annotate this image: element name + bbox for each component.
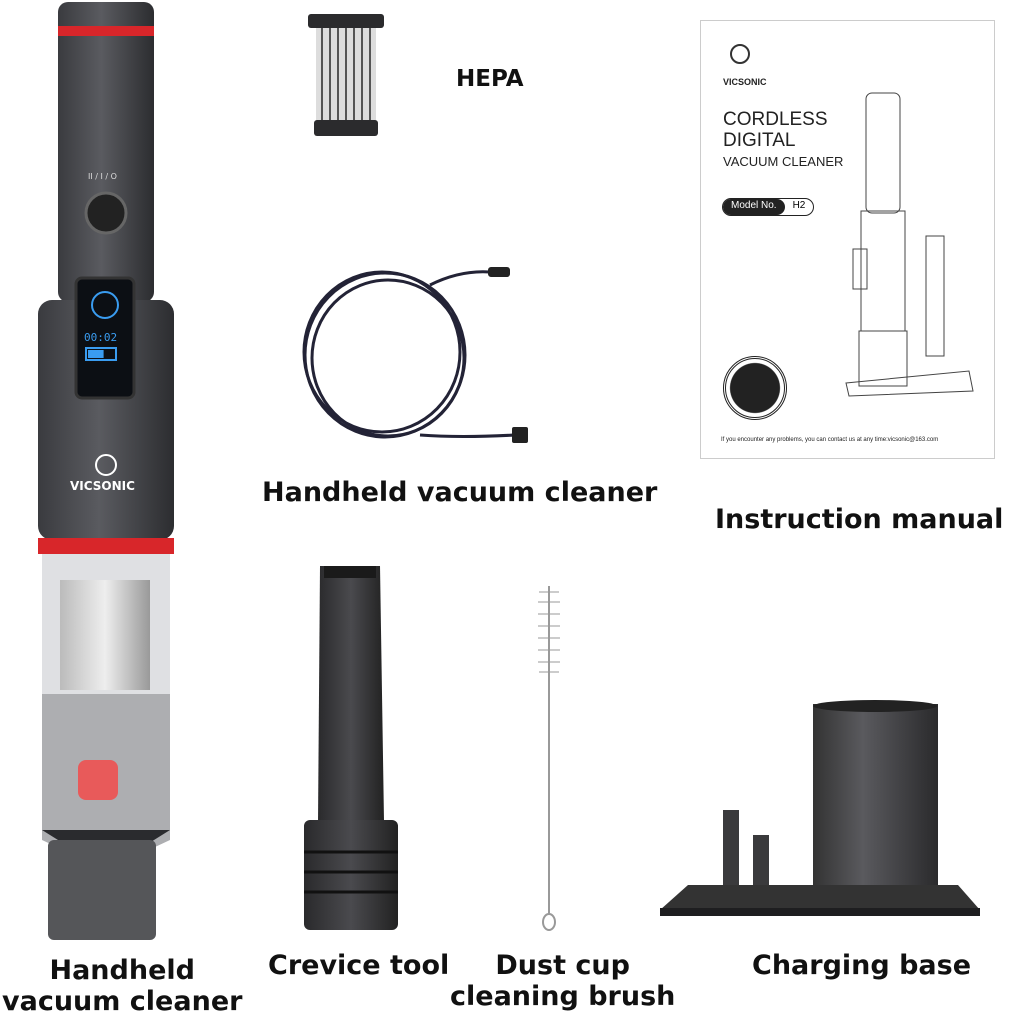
cleaning-brush-image	[538, 586, 560, 931]
instruction-manual-image: VICSONIC CORDLESS DIGITAL VACUUM CLEANER…	[700, 20, 995, 459]
hepa-filter-image	[308, 14, 384, 136]
manual-vacuum-drawing	[845, 92, 974, 397]
manual-subtitle: VACUUM CLEANER	[723, 154, 844, 169]
brush-label-line2: cleaning brush	[450, 981, 676, 1012]
brush-label: Dust cup cleaning brush	[450, 950, 675, 1012]
manual-label: Instruction manual	[715, 504, 1004, 535]
base-label: Charging base	[752, 950, 972, 981]
mode-marks: II / I / O	[88, 172, 117, 181]
vacuum-label: Handheld vacuum cleaner	[2, 955, 242, 1014]
crevice-tool-image	[304, 566, 398, 930]
vacuum-label-line2: vacuum cleaner	[2, 986, 243, 1014]
cable-label: Handheld vacuum cleaner	[262, 477, 658, 508]
manual-title-2: DIGITAL	[723, 130, 796, 151]
model-label: Model No.	[723, 199, 785, 215]
manual-title-1: CORDLESS	[723, 109, 828, 130]
vacuum-brand-logo: VICSONIC	[70, 479, 135, 493]
brush-label-line1: Dust cup	[495, 950, 630, 981]
quality-seal	[723, 356, 787, 420]
battery-fill	[88, 350, 104, 358]
manual-footer: If you encounter any problems, you can c…	[721, 437, 939, 443]
usb-cable-image	[302, 267, 528, 443]
handheld-vacuum-image	[38, 2, 174, 940]
charging-base-image	[660, 700, 980, 916]
hepa-label: HEPA	[456, 66, 524, 92]
display-time: 00:02	[84, 331, 118, 344]
crevice-label: Crevice tool	[268, 950, 450, 981]
model-value: H2	[792, 200, 806, 211]
vacuum-label-line1: Handheld	[49, 955, 195, 986]
manual-brand: VICSONIC	[723, 77, 767, 87]
